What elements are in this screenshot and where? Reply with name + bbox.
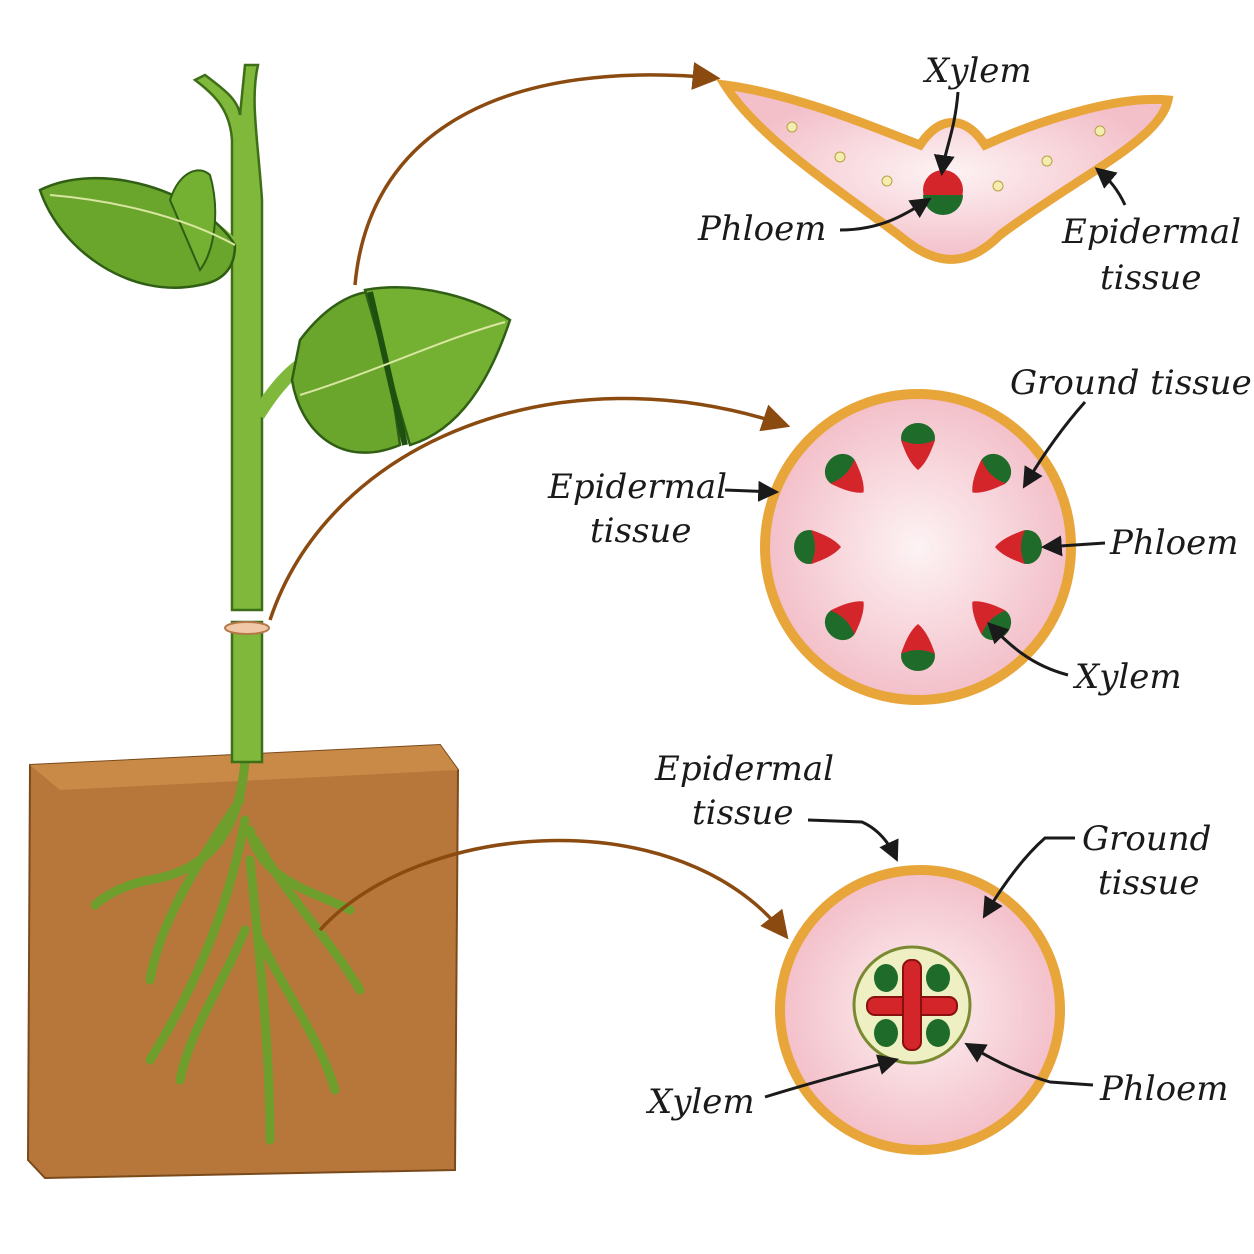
leaf-epidermal-label-2: tissue bbox=[1100, 258, 1201, 298]
leaf-phloem bbox=[923, 195, 963, 215]
root-ground-label-1: Ground bbox=[1082, 819, 1211, 859]
stem-xylem bbox=[811, 530, 841, 564]
stem-xylem bbox=[972, 459, 1006, 493]
leaf-xylem-label: Xylem bbox=[922, 51, 1032, 91]
vascular-bundle bbox=[824, 601, 864, 641]
stem-xylem bbox=[995, 530, 1025, 564]
stem-epidermal-label-1: Epidermal bbox=[547, 467, 727, 507]
vascular-bundle bbox=[901, 624, 935, 671]
root-epidermal-label-2: tissue bbox=[692, 793, 793, 833]
root-cross-section bbox=[775, 865, 1065, 1155]
leaf-epidermal-label-1: Epidermal bbox=[1061, 212, 1241, 252]
stem-xylem bbox=[830, 601, 864, 635]
root-phloem-label: Phloem bbox=[1099, 1069, 1228, 1109]
vascular-bundle bbox=[901, 423, 935, 470]
stem-xylem bbox=[972, 601, 1006, 635]
stem-connector-arrow bbox=[268, 396, 791, 621]
stem-xylem bbox=[901, 440, 935, 470]
soil-block bbox=[26, 743, 460, 1180]
roots bbox=[90, 755, 365, 1145]
root-phloem bbox=[874, 964, 950, 1047]
vascular-bundle bbox=[794, 530, 841, 564]
stem-xylem bbox=[830, 459, 864, 493]
root-connector-arrow bbox=[318, 838, 789, 940]
stem-ground-label: Ground tissue bbox=[1010, 363, 1252, 403]
stem-phloem-label: Phloem bbox=[1109, 523, 1238, 563]
leaf-phloem-label: Phloem bbox=[697, 209, 826, 249]
stem-epidermal-label-2: tissue bbox=[590, 511, 691, 551]
leaf-lower-cut bbox=[290, 286, 512, 454]
vascular-bundle bbox=[972, 453, 1012, 493]
stem-xylem-label: Xylem bbox=[1072, 657, 1182, 697]
root-xylem bbox=[866, 959, 958, 1051]
root-epidermal-label-1: Epidermal bbox=[654, 749, 834, 789]
leaf-upper bbox=[38, 169, 237, 289]
vascular-bundle bbox=[995, 530, 1042, 564]
leaf-connector-arrow bbox=[353, 62, 721, 286]
stem-xylem bbox=[901, 624, 935, 654]
root-ground-label-2: tissue bbox=[1098, 863, 1199, 903]
vascular-bundle bbox=[824, 453, 864, 493]
root-xylem-label: Xylem bbox=[645, 1082, 755, 1122]
